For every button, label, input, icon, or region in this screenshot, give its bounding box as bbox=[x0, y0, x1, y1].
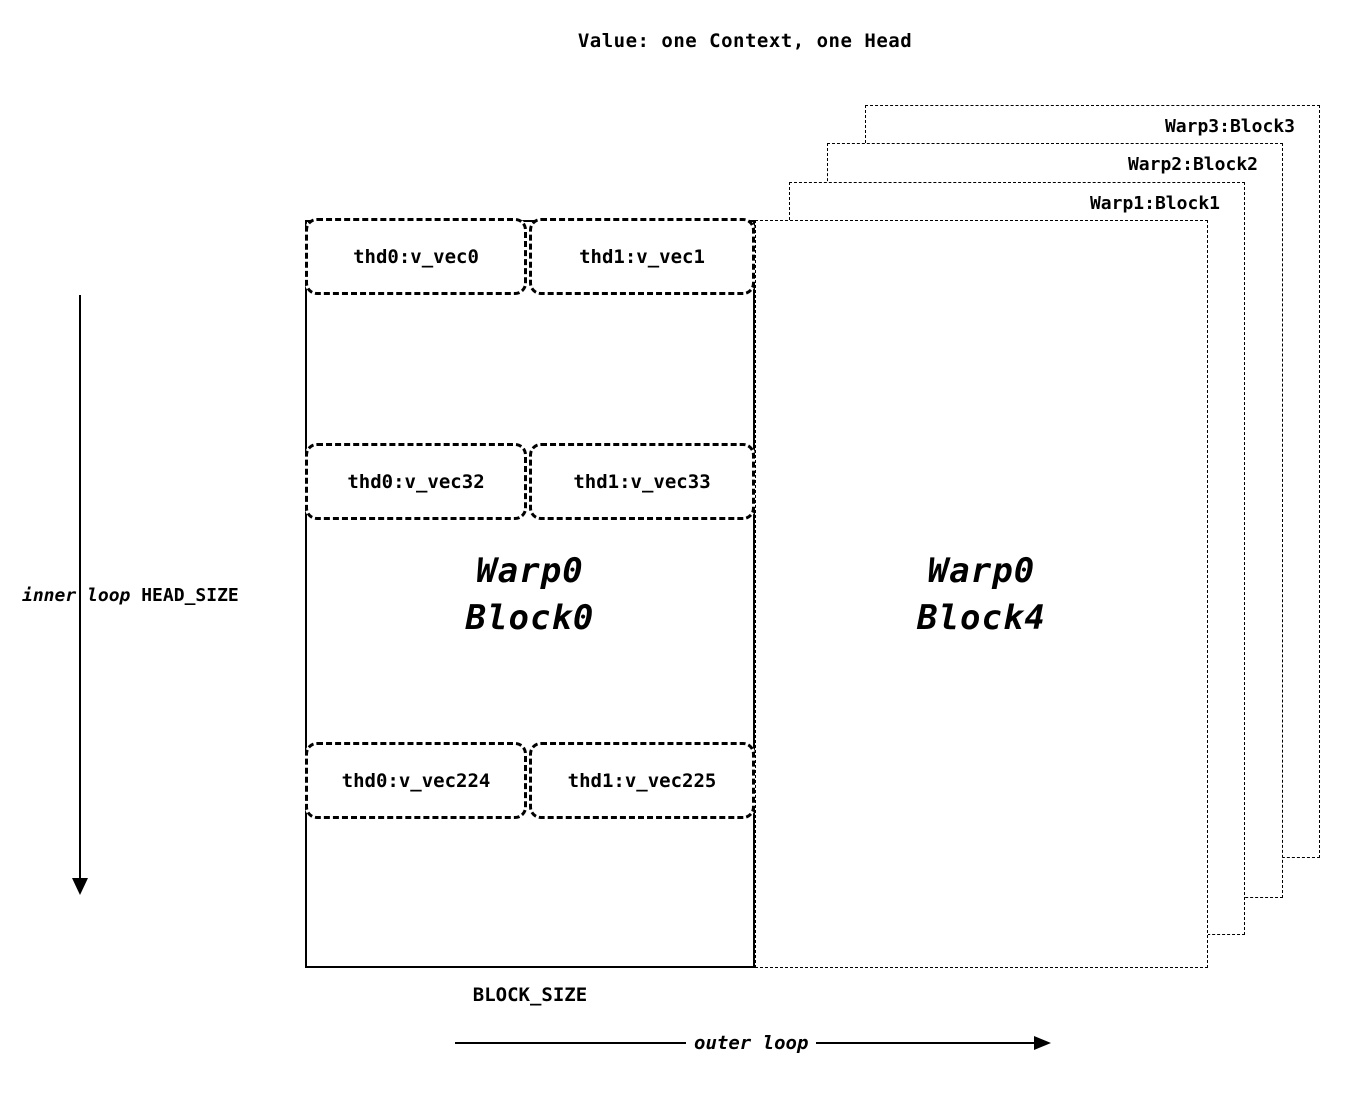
warp1-block1-label: Warp1:Block1 bbox=[1089, 193, 1220, 214]
thread-cell-v-vec0: thd0:v_vec0 bbox=[305, 218, 527, 295]
outer-loop-arrowhead-icon bbox=[1034, 1036, 1051, 1050]
inner-loop-arrowhead-icon bbox=[72, 878, 88, 895]
warp0-block0-label-line2: Block0 bbox=[465, 598, 595, 638]
warp0-block0-label-line1: Warp0 bbox=[476, 551, 584, 591]
thread-cell-v-vec33: thd1:v_vec33 bbox=[529, 443, 755, 520]
thread-cell-v-vec225-label: thd1:v_vec225 bbox=[567, 769, 717, 792]
thread-cell-v-vec225: thd1:v_vec225 bbox=[529, 742, 755, 819]
warp0-block0-label: Warp0 Block0 bbox=[305, 548, 755, 642]
thread-cell-v-vec0-label: thd0:v_vec0 bbox=[353, 245, 479, 268]
inner-loop-arrow-line bbox=[79, 295, 81, 880]
warp0-block4-label-line1: Warp0 bbox=[927, 551, 1036, 591]
head-size-text: HEAD_SIZE bbox=[141, 585, 239, 606]
thread-cell-v-vec224-label: thd0:v_vec224 bbox=[341, 769, 491, 792]
thread-cell-v-vec1-label: thd1:v_vec1 bbox=[579, 245, 705, 268]
inner-loop-text: inner loop bbox=[22, 585, 131, 606]
diagram-title: Value: one Context, one Head bbox=[577, 30, 913, 52]
thread-cell-v-vec32-label: thd0:v_vec32 bbox=[347, 470, 485, 493]
warp0-block4-box bbox=[755, 220, 1208, 968]
block-size-label: BLOCK_SIZE bbox=[472, 984, 588, 1006]
warp2-block2-label: Warp2:Block2 bbox=[1127, 154, 1258, 175]
thread-cell-v-vec32: thd0:v_vec32 bbox=[305, 443, 527, 520]
thread-cell-v-vec224: thd0:v_vec224 bbox=[305, 742, 527, 819]
warp3-block3-label: Warp3:Block3 bbox=[1164, 116, 1295, 137]
warp0-block4-label-line2: Block4 bbox=[917, 598, 1046, 638]
warp0-block0-box bbox=[305, 220, 755, 968]
outer-loop-label: outer loop bbox=[686, 1032, 817, 1054]
warp0-block4-label: Warp0 Block4 bbox=[755, 548, 1208, 642]
inner-loop-head-size-label: inner loop HEAD_SIZE bbox=[22, 585, 239, 606]
thread-cell-v-vec1: thd1:v_vec1 bbox=[529, 218, 755, 295]
thread-cell-v-vec33-label: thd1:v_vec33 bbox=[573, 470, 711, 493]
